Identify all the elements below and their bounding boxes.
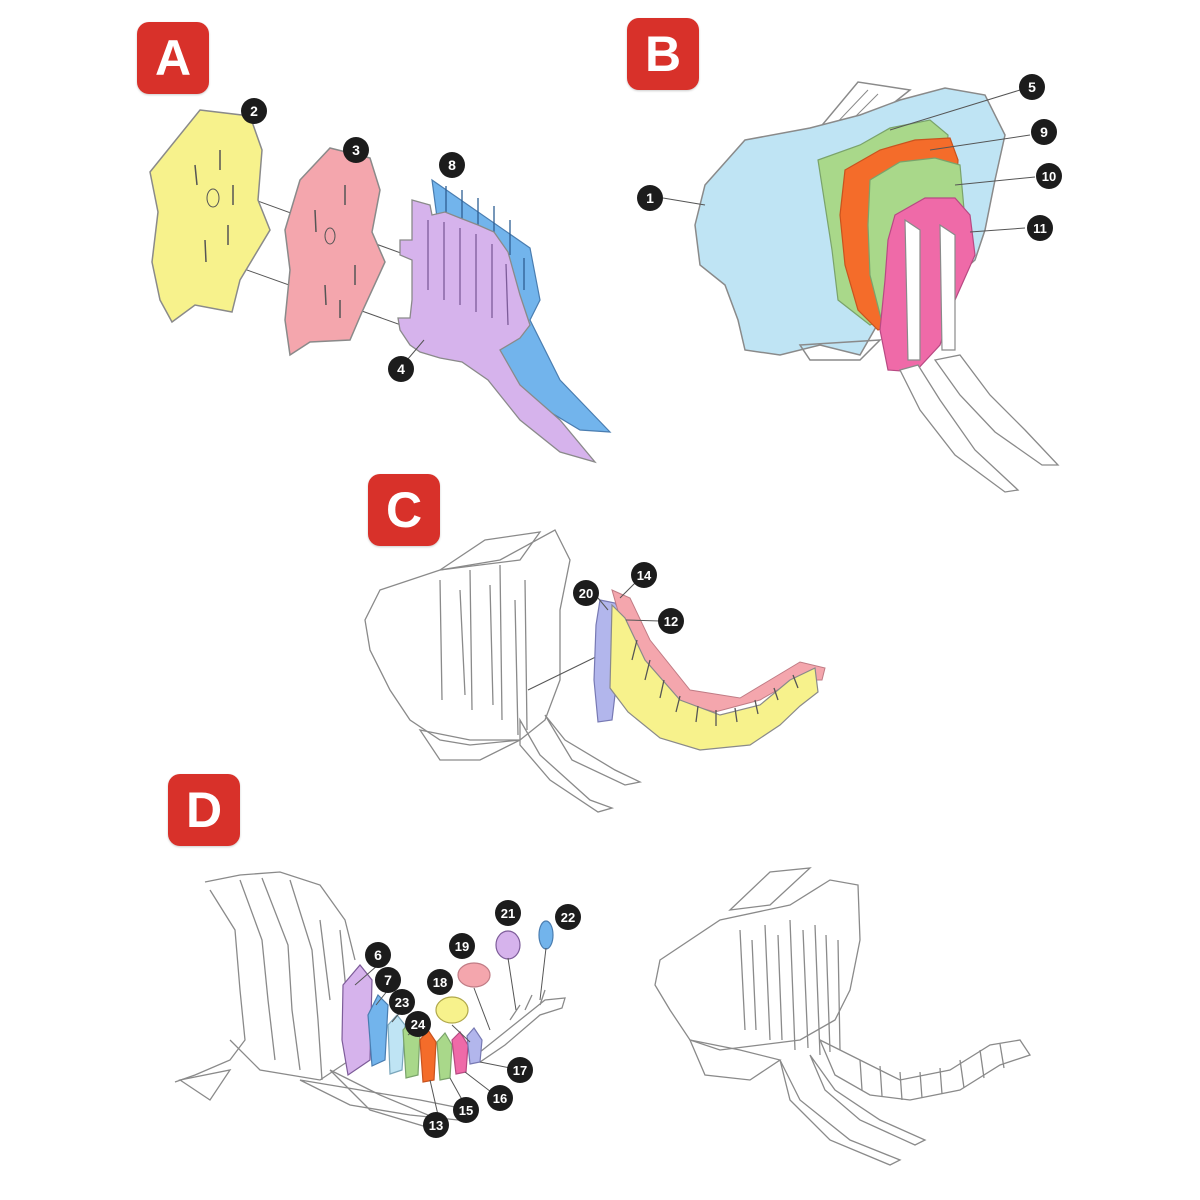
svg-text:19: 19 xyxy=(455,939,469,954)
svg-text:7: 7 xyxy=(384,972,392,988)
callout-3: 3 xyxy=(343,137,369,163)
svg-text:8: 8 xyxy=(448,157,456,173)
part-19-piece xyxy=(458,963,490,987)
part-23-panel xyxy=(388,1015,405,1074)
svg-text:10: 10 xyxy=(1042,169,1056,184)
callout-19: 19 xyxy=(449,933,475,959)
part-22-piece xyxy=(539,921,553,949)
svg-text:12: 12 xyxy=(664,614,678,629)
callout-9: 9 xyxy=(1031,119,1057,145)
callout-12: 12 xyxy=(658,608,684,634)
callout-11: 11 xyxy=(1027,215,1053,241)
step-a-diagram: 2 3 8 4 xyxy=(150,98,610,462)
part-21-piece xyxy=(496,931,520,959)
callout-24: 24 xyxy=(405,1011,431,1037)
svg-text:9: 9 xyxy=(1040,124,1048,140)
svg-text:23: 23 xyxy=(395,995,409,1010)
callout-10: 10 xyxy=(1036,163,1062,189)
svg-text:22: 22 xyxy=(561,910,575,925)
svg-text:17: 17 xyxy=(513,1063,527,1078)
callout-6: 6 xyxy=(365,942,391,968)
svg-text:13: 13 xyxy=(429,1118,443,1133)
callout-8: 8 xyxy=(439,152,465,178)
svg-text:16: 16 xyxy=(493,1091,507,1106)
callout-17: 17 xyxy=(507,1057,533,1083)
callout-4: 4 xyxy=(388,356,414,382)
svg-text:4: 4 xyxy=(397,361,405,377)
callout-20: 20 xyxy=(573,580,599,606)
svg-text:3: 3 xyxy=(352,142,360,158)
part-16-panel xyxy=(437,1033,452,1080)
callout-5: 5 xyxy=(1019,74,1045,100)
svg-text:21: 21 xyxy=(501,906,515,921)
callout-13: 13 xyxy=(423,1112,449,1138)
callout-18: 18 xyxy=(427,969,453,995)
step-d-left-parts: 6 7 23 24 18 19 21 22 13 15 16 17 xyxy=(342,900,581,1138)
callout-15: 15 xyxy=(453,1097,479,1123)
part-15-panel xyxy=(420,1030,436,1082)
svg-text:14: 14 xyxy=(637,568,652,583)
svg-text:1: 1 xyxy=(646,190,654,206)
callout-16: 16 xyxy=(487,1085,513,1111)
svg-text:24: 24 xyxy=(411,1017,426,1032)
callout-22: 22 xyxy=(555,904,581,930)
svg-text:15: 15 xyxy=(459,1103,473,1118)
callout-21: 21 xyxy=(495,900,521,926)
callout-1: 1 xyxy=(637,185,663,211)
step-c-trunk-parts: 20 14 12 xyxy=(573,562,825,750)
part-3-pink-panel xyxy=(285,148,385,355)
svg-text:2: 2 xyxy=(250,103,258,119)
callout-7: 7 xyxy=(375,967,401,993)
svg-text:20: 20 xyxy=(579,586,593,601)
callout-23: 23 xyxy=(389,989,415,1015)
svg-text:5: 5 xyxy=(1028,79,1036,95)
part-2-yellow-panel xyxy=(150,110,270,322)
part-18-piece xyxy=(436,997,468,1023)
step-d-assembled-elephant xyxy=(655,868,1030,1165)
step-b-diagram: 1 5 9 10 11 xyxy=(637,74,1062,492)
part-6-panel xyxy=(342,965,372,1075)
part-17b-panel xyxy=(467,1028,482,1064)
callout-14: 14 xyxy=(631,562,657,588)
svg-text:18: 18 xyxy=(433,975,447,990)
part-11-magenta-layer xyxy=(880,198,975,372)
callout-2: 2 xyxy=(241,98,267,124)
svg-text:11: 11 xyxy=(1033,221,1047,236)
svg-text:6: 6 xyxy=(374,947,382,963)
